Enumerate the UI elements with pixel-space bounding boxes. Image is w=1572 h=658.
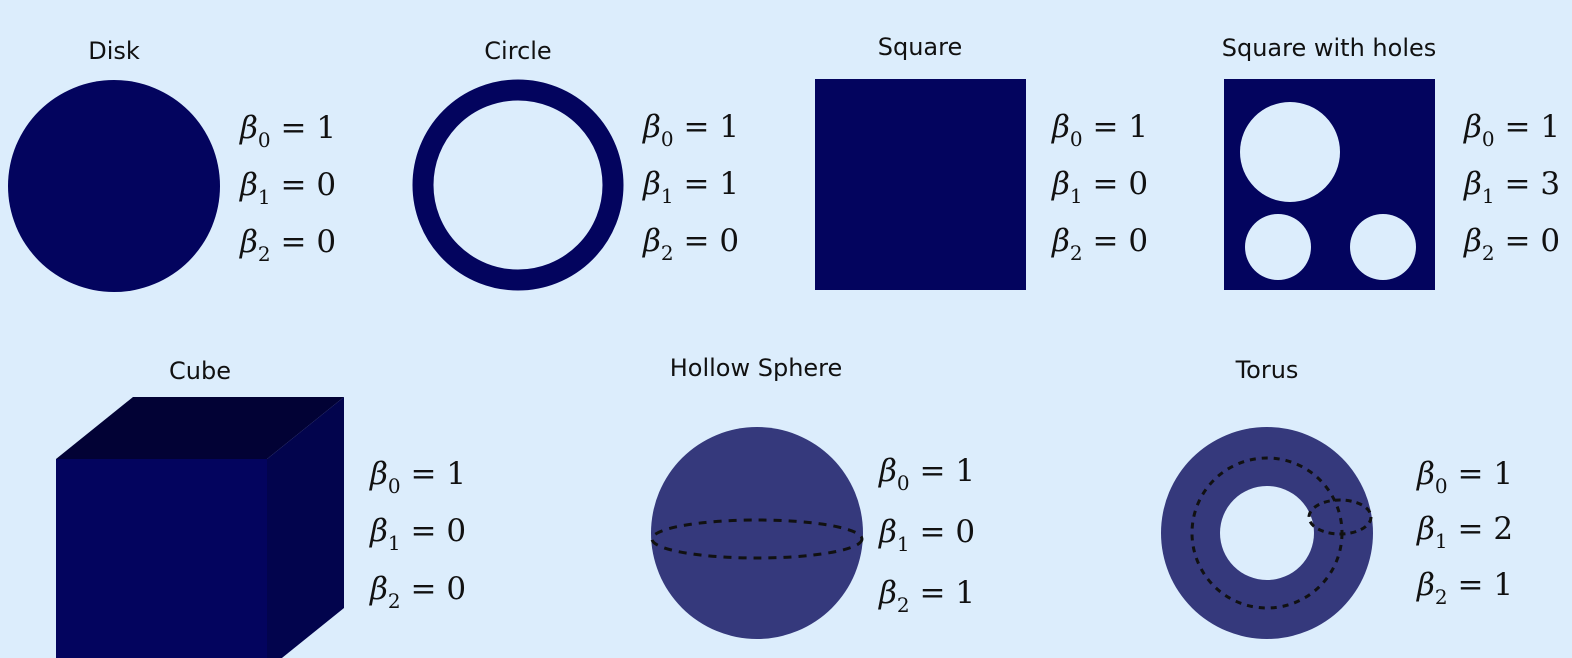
torus-hole (1220, 486, 1314, 580)
betti-1: β1 = 0 (369, 513, 466, 555)
svg-text:β1 = 0: β1 = 0 (1051, 166, 1148, 208)
square-with-holes-betti: β0 = 1 β1 = 3 β2 = 0 (1463, 109, 1560, 265)
panel-square-with-holes: Square with holes β0 = 1 β1 = 3 β2 = 0 (1222, 34, 1560, 290)
circle-betti: β0 = 1 β1 = 1 β2 = 0 (642, 109, 739, 265)
cube-betti: β0 = 1 β1 = 0 β2 = 0 (369, 456, 466, 613)
torus-meridian-dashed (1307, 498, 1373, 536)
betti-0: β0 = 1 (1051, 109, 1148, 151)
cube-title: Cube (169, 357, 231, 385)
cube-top-face (56, 397, 344, 459)
svg-text:β1 = 0: β1 = 0 (239, 167, 336, 209)
panel-circle: Circle β0 = 1 β1 = 1 β2 = 0 (412, 37, 739, 291)
betti-1: β1 = 0 (1051, 166, 1148, 208)
betti-1: β1 = 0 (878, 514, 975, 556)
svg-text:β1 = 0: β1 = 0 (369, 513, 466, 555)
svg-text:β0 = 1: β0 = 1 (1463, 109, 1560, 151)
sphere-equator-dashed (650, 518, 864, 560)
hole-large (1240, 102, 1340, 202)
cube-side-face (267, 397, 344, 658)
circle-title: Circle (484, 37, 551, 65)
disk-title: Disk (88, 37, 140, 65)
disk-shape (8, 80, 220, 292)
betti-0: β0 = 1 (642, 109, 739, 151)
betti-0: β0 = 1 (369, 456, 466, 498)
cube-front-face (56, 459, 267, 658)
svg-text:β1 = 1: β1 = 1 (642, 166, 739, 208)
square-betti: β0 = 1 β1 = 0 β2 = 0 (1051, 109, 1148, 265)
betti-1: β1 = 3 (1463, 166, 1560, 208)
svg-text:β0 = 1: β0 = 1 (642, 109, 739, 151)
svg-text:β1 = 3: β1 = 3 (1463, 166, 1560, 208)
betti-1: β1 = 0 (239, 167, 336, 209)
svg-text:β2 = 0: β2 = 0 (1463, 223, 1560, 265)
betti-0: β0 = 1 (878, 453, 975, 495)
betti-0: β0 = 1 (239, 110, 336, 152)
betti-2: β2 = 0 (369, 571, 466, 613)
betti-2: β2 = 0 (239, 224, 336, 266)
svg-text:β0 = 1: β0 = 1 (1051, 109, 1148, 151)
circle-shape (412, 79, 624, 291)
svg-text:β2 = 0: β2 = 0 (369, 571, 466, 613)
panel-disk: Disk β0 = 1 β1 = 0 β2 = 0 (8, 37, 336, 292)
panel-torus: Torus β0 = 1 β1 = 2 β2 = 1 (1161, 356, 1513, 639)
svg-text:β2 = 1: β2 = 1 (1416, 567, 1513, 609)
hollow-sphere-shape (651, 427, 863, 639)
hole-right (1350, 214, 1416, 280)
square-shape (815, 79, 1026, 290)
svg-text:β1 = 2: β1 = 2 (1416, 511, 1513, 553)
square-with-holes-title: Square with holes (1222, 34, 1437, 62)
hollow-sphere-betti: β0 = 1 β1 = 0 β2 = 1 (878, 453, 975, 617)
panel-cube: Cube β0 = 1 β1 = 0 β2 = 0 (56, 357, 466, 658)
svg-text:β0 = 1: β0 = 1 (369, 456, 466, 498)
svg-text:β0 = 1: β0 = 1 (239, 110, 336, 152)
svg-text:β0 = 1: β0 = 1 (878, 453, 975, 495)
svg-text:β1 = 0: β1 = 0 (878, 514, 975, 556)
betti-2: β2 = 0 (642, 223, 739, 265)
svg-text:β2 = 0: β2 = 0 (239, 224, 336, 266)
betti-2: β2 = 1 (878, 575, 975, 617)
betti-1: β1 = 2 (1416, 511, 1513, 553)
svg-text:β2 = 1: β2 = 1 (878, 575, 975, 617)
svg-text:β0 = 1: β0 = 1 (1416, 456, 1513, 498)
betti-0: β0 = 1 (1463, 109, 1560, 151)
hole-left (1245, 214, 1311, 280)
svg-text:β2 = 0: β2 = 0 (1051, 223, 1148, 265)
betti-2: β2 = 1 (1416, 567, 1513, 609)
betti-0: β0 = 1 (1416, 456, 1513, 498)
disk-betti: β0 = 1 β1 = 0 β2 = 0 (239, 110, 336, 266)
betti-2: β2 = 0 (1051, 223, 1148, 265)
torus-title: Torus (1235, 356, 1299, 384)
panel-hollow-sphere: Hollow Sphere β0 = 1 β1 = 0 β2 = 1 (650, 354, 975, 639)
hollow-sphere-title: Hollow Sphere (670, 354, 843, 382)
betti-2: β2 = 0 (1463, 223, 1560, 265)
panel-square: Square β0 = 1 β1 = 0 β2 = 0 (815, 33, 1148, 290)
square-title: Square (878, 33, 963, 61)
svg-text:β2 = 0: β2 = 0 (642, 223, 739, 265)
betti-1: β1 = 1 (642, 166, 739, 208)
torus-betti: β0 = 1 β1 = 2 β2 = 1 (1416, 456, 1513, 609)
